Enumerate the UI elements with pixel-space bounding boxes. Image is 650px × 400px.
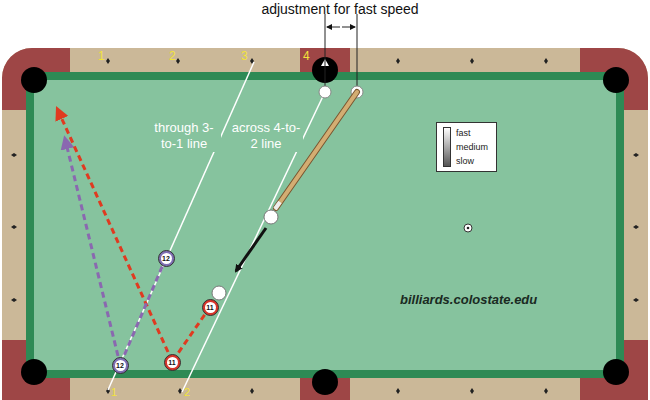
speed-gauge: fastmediumslow	[436, 122, 497, 172]
speed-label: slow	[456, 154, 491, 168]
speed-bar	[443, 127, 451, 167]
rail-ball: 12	[112, 357, 129, 374]
ball-number: 11	[167, 357, 178, 368]
object-ball: 11	[202, 299, 219, 316]
speed-label: medium	[456, 140, 491, 154]
ball-number: 12	[161, 253, 172, 264]
watermark: billiards.colostate.edu	[400, 292, 537, 308]
diamond-number: 3	[241, 49, 248, 64]
line-label: across 4-to-2 line	[229, 120, 303, 152]
ball-path	[124, 267, 162, 357]
speed-label: fast	[456, 126, 491, 140]
ball-number: 11	[205, 302, 216, 313]
diamond-number: 4	[303, 49, 310, 64]
dimension-label: adjustment for fast speed	[261, 0, 418, 18]
rail-ball: 11	[164, 354, 181, 371]
object-ball: 12	[158, 250, 175, 267]
ball-number: 12	[115, 360, 126, 371]
diamond-number: 1	[98, 49, 105, 64]
diamond-number: 1	[111, 385, 117, 399]
diamond-number: 2	[169, 49, 176, 64]
line-label: through 3-to-1 line	[147, 120, 221, 152]
ball-path	[177, 315, 204, 354]
diamond-number: 2	[184, 385, 190, 399]
